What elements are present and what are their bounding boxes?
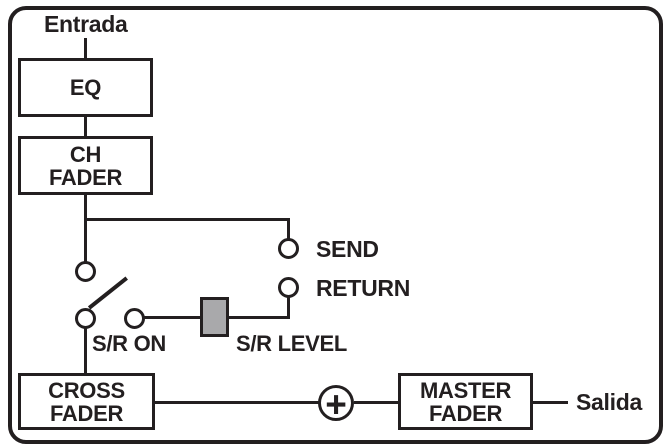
wire-branch-to-send (84, 218, 290, 221)
plus-icon: + (325, 383, 347, 425)
eq-block-label: EQ (69, 75, 102, 100)
summing-node: + (318, 383, 354, 425)
input-label: Entrada (44, 11, 128, 37)
send-jack-circle (278, 238, 299, 259)
sr-on-label: S/R ON (92, 331, 166, 356)
wire-return-down (287, 297, 290, 319)
wire-ch-fader-down (84, 195, 87, 262)
wire-contact-to-level (143, 316, 200, 319)
sr-level-fader (200, 297, 229, 337)
wire-sum-to-master-fader (354, 401, 398, 404)
switch-pole-circle (75, 308, 96, 329)
cross-fader-label-line2: FADER (49, 400, 124, 426)
ch-fader-label-line1: CH (69, 141, 102, 167)
wire-level-to-return (228, 316, 290, 319)
wire-send-drop (287, 218, 290, 239)
cross-fader-block: CROSS FADER (18, 373, 155, 430)
ch-fader-block: CH FADER (18, 136, 153, 195)
wire-input-to-eq (84, 38, 87, 59)
wire-master-fader-to-output (533, 401, 568, 404)
master-fader-label-line2: FADER (428, 400, 503, 426)
sr-level-label: S/R LEVEL (236, 331, 347, 356)
sr-on-contact-circle (124, 308, 145, 329)
output-label: Salida (576, 389, 642, 415)
return-jack-circle (278, 277, 299, 298)
wire-eq-to-ch-fader (84, 117, 87, 137)
return-label: RETURN (316, 275, 411, 301)
switch-upper-contact-circle (75, 261, 96, 282)
master-fader-block: MASTER FADER (398, 373, 533, 430)
ch-fader-label-line2: FADER (48, 164, 123, 190)
wire-cross-fader-to-sum (155, 401, 319, 404)
cross-fader-label-line1: CROSS (48, 377, 125, 403)
diagram-border (8, 6, 663, 444)
eq-block: EQ (18, 58, 153, 117)
send-label: SEND (316, 236, 379, 262)
wire-pole-to-cross-fader (84, 327, 87, 374)
master-fader-label-line1: MASTER (419, 377, 512, 403)
